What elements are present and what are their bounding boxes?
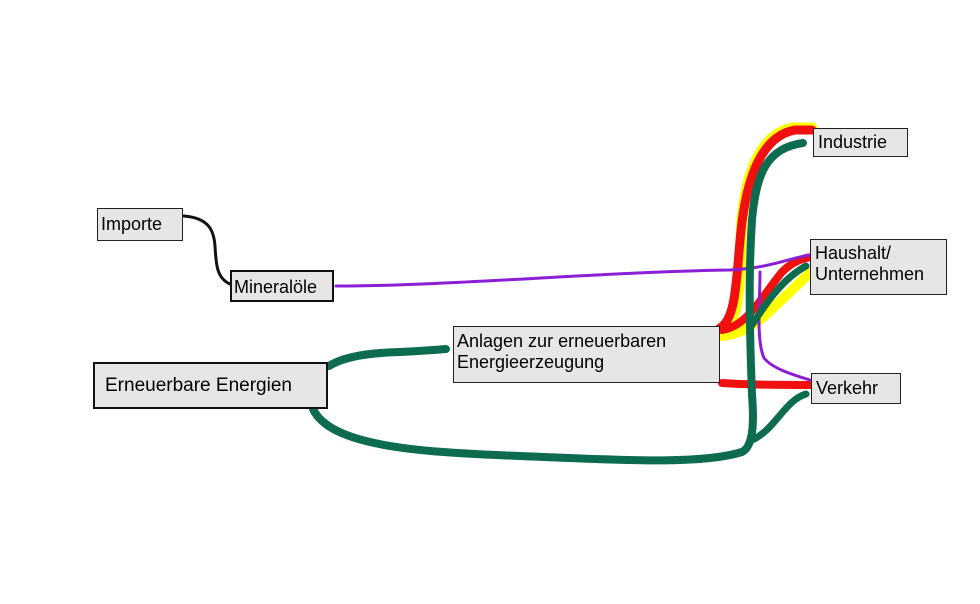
green-flow-haushalt [748, 262, 810, 329]
red-flow-haushalt [718, 253, 816, 334]
green-flow-main [309, 139, 807, 465]
import-flow [182, 214, 232, 286]
purple-flow-verkehr [757, 270, 812, 382]
red-flow-industrie [715, 125, 817, 333]
node-verkehr: Verkehr [811, 373, 901, 404]
node-mineraloele: Mineralöle [230, 270, 334, 302]
node-anlagen: Anlagen zur erneuerbaren Energieerzeugun… [453, 326, 720, 383]
node-industrie: Industrie [813, 128, 908, 157]
node-importe: Importe [97, 208, 183, 241]
green-flow-anlagen [325, 345, 450, 370]
green-flow-verkehr [748, 390, 810, 444]
node-erneuerbare-energien: Erneuerbare Energien [93, 362, 328, 409]
yellow-flow-haushalt [715, 267, 817, 341]
node-haushalt-unternehmen: Haushalt/ Unternehmen [810, 239, 947, 295]
purple-flow-haushalt [334, 253, 812, 288]
red-flow-verkehr [718, 379, 814, 389]
